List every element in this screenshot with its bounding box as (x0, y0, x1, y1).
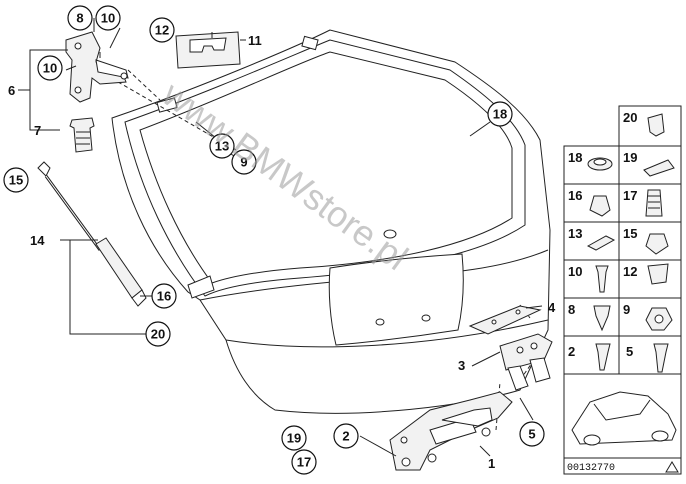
legend-20: 20 (623, 110, 637, 125)
label-7: 7 (34, 123, 41, 138)
clip-12-icon (647, 263, 669, 285)
cap-19-icon (643, 159, 675, 177)
svg-text:3: 3 (458, 358, 465, 373)
bumper-17-icon (645, 189, 663, 217)
callout-17: 17 (291, 449, 317, 475)
svg-text:9: 9 (240, 155, 247, 170)
callout-10-top: 10 (95, 5, 121, 31)
callout-12: 12 (149, 17, 175, 43)
legend-9: 9 (623, 302, 630, 317)
svg-text:10: 10 (101, 11, 115, 26)
label-3: 3 (458, 358, 465, 373)
striker-bracket (499, 333, 553, 391)
callout-9: 9 (231, 149, 257, 175)
legend-5: 5 (626, 344, 633, 359)
label-11: 11 (248, 33, 262, 48)
gas-strut (37, 161, 147, 307)
callout-2: 2 (333, 423, 359, 449)
clip-20-icon (647, 113, 665, 137)
svg-text:16: 16 (157, 289, 171, 304)
catalog-number: 00132770 (567, 463, 615, 474)
warning-triangle-icon (665, 461, 679, 473)
callout-10-left: 10 (37, 55, 63, 81)
fastener-legend: 20 18 19 16 17 13 15 10 12 8 9 2 5 (563, 105, 682, 475)
label-14: 14 (30, 233, 45, 248)
svg-text:2: 2 (342, 429, 349, 444)
callout-16: 16 (151, 283, 177, 309)
callout-8: 8 (67, 5, 93, 31)
svg-text:8: 8 (76, 11, 83, 26)
legend-12: 12 (623, 264, 637, 279)
svg-text:1: 1 (488, 456, 495, 471)
legend-17: 17 (623, 188, 637, 203)
hinge-assembly (65, 31, 129, 103)
svg-text:15: 15 (9, 173, 23, 188)
svg-text:7: 7 (34, 123, 41, 138)
label-4: 4 (548, 300, 556, 315)
label-1: 1 (488, 456, 495, 471)
label-6: 6 (8, 83, 15, 98)
svg-text:17: 17 (297, 455, 311, 470)
callout-18: 18 (487, 101, 513, 127)
legend-15: 15 (623, 226, 637, 241)
svg-text:6: 6 (8, 83, 15, 98)
nut-15-icon (645, 233, 669, 255)
legend-19: 19 (623, 150, 637, 165)
callout-20: 20 (145, 321, 171, 347)
hinge-cover-plate (175, 31, 241, 69)
svg-text:13: 13 (215, 139, 229, 154)
svg-text:14: 14 (30, 233, 45, 248)
screw-8-icon (593, 305, 611, 332)
legend-8: 8 (568, 302, 575, 317)
callout-19: 19 (281, 425, 307, 451)
svg-text:10: 10 (43, 61, 57, 76)
legend-2: 2 (568, 344, 575, 359)
car-silhouette-icon (571, 391, 677, 446)
svg-text:5: 5 (528, 427, 535, 442)
screw-10-icon (595, 265, 609, 293)
striker-cover (468, 305, 542, 335)
legend-16: 16 (568, 188, 582, 203)
svg-text:4: 4 (548, 300, 556, 315)
legend-18: 18 (568, 150, 582, 165)
svg-text:12: 12 (155, 23, 169, 38)
legend-10: 10 (568, 264, 582, 279)
screw-2-icon (595, 343, 611, 371)
hinge-bumper (69, 117, 95, 153)
callout-5: 5 (519, 421, 545, 447)
tailgate-lock (389, 391, 513, 471)
screw-5-icon (653, 343, 669, 373)
svg-text:11: 11 (248, 33, 262, 48)
legend-13: 13 (568, 226, 582, 241)
svg-text:18: 18 (493, 107, 507, 122)
svg-text:19: 19 (287, 431, 301, 446)
plug-16-icon (589, 195, 611, 217)
tailgate-panel (111, 29, 551, 414)
callout-13: 13 (209, 133, 235, 159)
plate-13-icon (586, 235, 616, 251)
callout-15: 15 (3, 167, 29, 193)
svg-text:20: 20 (151, 327, 165, 342)
